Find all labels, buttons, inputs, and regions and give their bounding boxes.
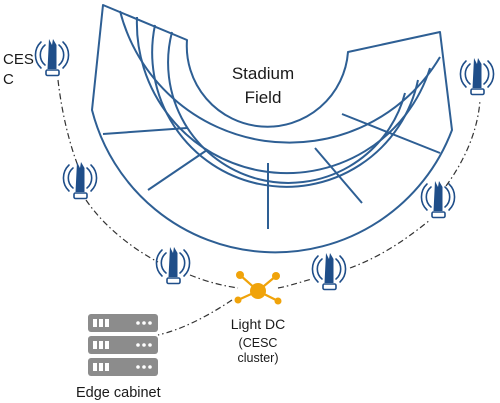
edge-cabinet-label: Edge cabinet xyxy=(76,385,161,401)
stadium-title-line2: Field xyxy=(244,88,282,107)
ces-label-line1: CES xyxy=(3,51,34,68)
light-dc-label: Light DC xyxy=(230,316,286,332)
link-ap3-to-hub xyxy=(189,274,239,289)
server-rack-icon xyxy=(88,314,158,376)
link-ap2-to-ap3 xyxy=(85,199,159,263)
section-divider xyxy=(314,147,363,204)
access-point-southwest xyxy=(155,247,191,285)
access-point-south xyxy=(311,253,347,291)
stadium-title-line1: Stadium xyxy=(231,64,295,83)
access-point-icon xyxy=(155,247,191,285)
link-ces-to-ap2 xyxy=(57,79,79,167)
stadium-field-label: Stadium Field xyxy=(208,62,318,110)
server-unit xyxy=(88,314,158,332)
access-point-west xyxy=(62,162,98,200)
link-hub-to-ap4 xyxy=(277,278,313,289)
network-links xyxy=(57,79,481,336)
access-point-icon xyxy=(420,181,456,219)
cluster-hub-icon xyxy=(234,271,282,305)
section-dividers xyxy=(102,113,441,229)
section-divider xyxy=(102,127,188,135)
server-unit xyxy=(88,358,158,376)
access-point-icon xyxy=(62,162,98,200)
stadium-stands xyxy=(91,4,453,254)
stand-row-arc xyxy=(167,31,406,184)
light-dc-detail-line1: (CESC xyxy=(238,336,278,350)
access-point-east xyxy=(420,181,456,219)
access-point-icon xyxy=(459,58,495,96)
stand-row-arc xyxy=(135,16,431,175)
access-point-icon xyxy=(311,253,347,291)
server-unit xyxy=(88,336,158,354)
stand-row-arc xyxy=(151,24,419,188)
section-divider xyxy=(147,149,208,191)
section-divider xyxy=(341,113,441,154)
link-ap5-to-ap6 xyxy=(445,99,481,187)
stadium-outer-outline xyxy=(91,4,453,254)
access-point-northeast xyxy=(459,58,495,96)
link-hub-to-cabinet xyxy=(157,299,233,336)
link-ap4-to-ap5 xyxy=(349,219,431,269)
light-dc-detail: (CESC cluster) xyxy=(222,336,294,366)
ces-label: CES C xyxy=(3,50,43,90)
stand-row-arc xyxy=(119,10,441,144)
light-dc-detail-line2: cluster) xyxy=(237,351,279,365)
ces-label-line2: C xyxy=(3,71,14,88)
